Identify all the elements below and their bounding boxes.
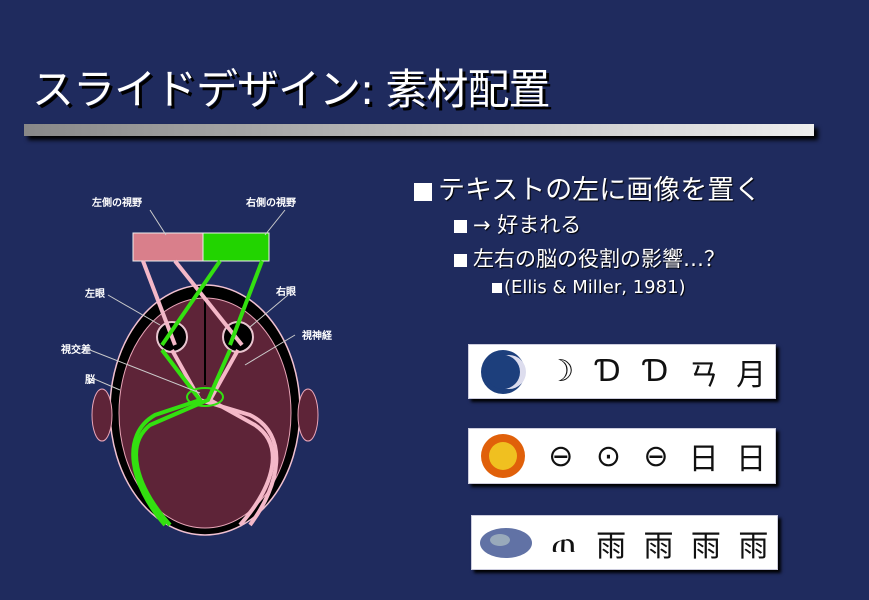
bullet-1: テキストの左に画像を置く — [414, 168, 761, 207]
rain-icon — [472, 516, 540, 569]
visual-pathway-diagram: 左側の視野 右側の視野 左眼 右眼 視神経 視交差 脳 — [60, 196, 333, 536]
sun-character-evolution: ⊖ ⊙ ⊖ 日日 — [468, 428, 776, 484]
character-glyph: ጠ — [551, 525, 577, 560]
label-left-eye: 左眼 — [84, 287, 105, 300]
bullet-4: (Ellis & Miller, 1981) — [492, 277, 686, 298]
bullet-square-icon — [454, 253, 467, 267]
character-glyph: 雨 — [690, 528, 721, 564]
bullet-square-icon — [414, 182, 432, 201]
label-left-field: 左側の視野 — [91, 196, 142, 209]
label-right-eye: 右眼 — [275, 285, 296, 298]
title-divider — [24, 124, 814, 136]
character-glyph: ⊙ — [595, 438, 621, 474]
label-optic-nerve: 視神経 — [301, 329, 333, 342]
character-glyph: 雨 — [738, 528, 769, 564]
character-glyph: ⊖ — [548, 438, 574, 474]
character-glyph: Ɗ — [596, 354, 621, 389]
bullet-square-icon — [492, 283, 502, 293]
bullet-text: 左右の脳の役割の影響…？ — [473, 247, 725, 271]
slide-title: スライドデザイン: 素材配置 — [32, 65, 551, 114]
bullet-square-icon — [454, 219, 467, 233]
label-right-field: 右側の視野 — [245, 196, 296, 209]
character-glyph: 月 — [736, 357, 767, 393]
bullet-3: 左右の脳の役割の影響…？ — [454, 243, 725, 273]
bullet-text: → 好まれる — [473, 213, 582, 237]
character-glyph: Ɗ — [643, 354, 669, 389]
label-chiasm: 視交差 — [60, 343, 91, 356]
character-glyph: 雨 — [643, 528, 674, 564]
bullet-text: テキストの左に画像を置く — [438, 175, 762, 206]
right-visual-field — [202, 232, 270, 262]
bullet-2: → 好まれる — [454, 209, 581, 239]
character-glyph: 雨 — [596, 528, 627, 564]
moon-icon — [469, 345, 537, 398]
character-glyph: ☽ — [547, 354, 575, 389]
sun-icon — [469, 429, 537, 483]
bullet-text: (Ellis & Miller, 1981) — [504, 277, 686, 298]
character-glyph: 日 — [688, 442, 719, 477]
character-glyph: ⊖ — [643, 438, 669, 474]
label-brain: 脳 — [85, 374, 95, 386]
left-visual-field — [132, 232, 204, 262]
character-glyph: 日 — [736, 442, 767, 477]
character-glyph: ㄢ — [688, 357, 719, 393]
